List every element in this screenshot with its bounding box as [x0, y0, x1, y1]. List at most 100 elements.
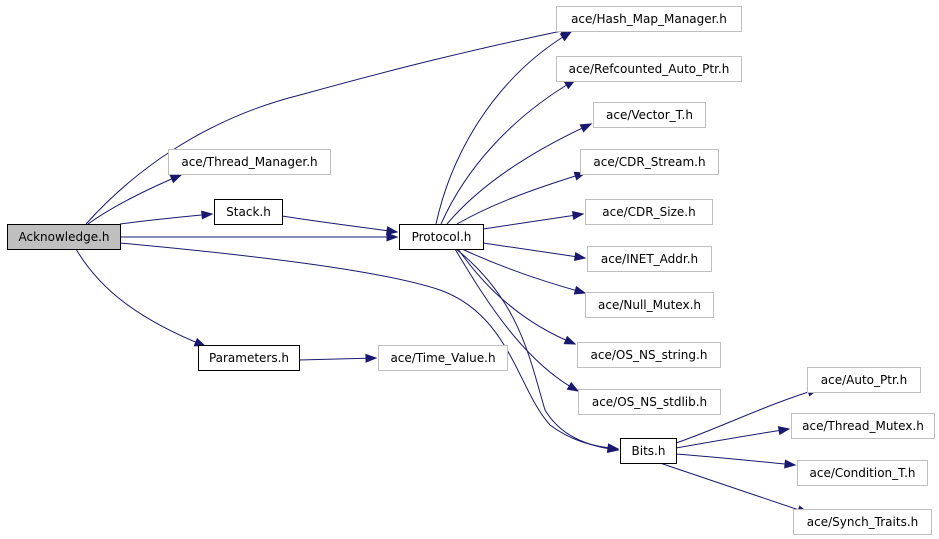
- edge-line: [87, 174, 182, 225]
- edge-parameters-to-time_value: [298, 353, 378, 363]
- node-box: [797, 460, 928, 486]
- edge-line: [85, 28, 572, 225]
- node-os-ns-string[interactable]: ace/OS_NS_string.h: [577, 342, 721, 368]
- node-label: Bits.h: [632, 444, 666, 458]
- edge-arrowhead: [573, 252, 587, 261]
- node-hash-map-manager[interactable]: ace/Hash_Map_Manager.h: [556, 6, 742, 32]
- edge-protocol-to-vector_t: [446, 123, 593, 225]
- node-box: [556, 6, 742, 32]
- node-thread-mutex[interactable]: ace/Thread_Mutex.h: [791, 413, 935, 439]
- node-box: [556, 56, 742, 82]
- edge-line: [281, 215, 398, 233]
- node-auto-ptr[interactable]: ace/Auto_Ptr.h: [807, 367, 921, 393]
- edge-protocol-to-hash_map_manager: [435, 31, 573, 225]
- node-protocol[interactable]: Protocol.h: [399, 224, 484, 250]
- node-box: [577, 342, 721, 368]
- node-label: ace/INET_Addr.h: [601, 252, 698, 266]
- node-cdr-size[interactable]: ace/CDR_Size.h: [585, 199, 713, 225]
- node-label: Protocol.h: [412, 230, 472, 244]
- edge-line: [454, 248, 579, 392]
- node-null-mutex[interactable]: ace/Null_Mutex.h: [585, 292, 714, 318]
- node-box: [585, 199, 713, 225]
- node-label: Acknowledge.h: [18, 230, 109, 244]
- edge-arrowhead: [201, 210, 214, 220]
- node-inet-addr[interactable]: ace/INET_Addr.h: [587, 246, 712, 272]
- node-label: ace/CDR_Size.h: [602, 205, 695, 219]
- node-label: ace/OS_NS_stdlib.h: [592, 395, 707, 409]
- edge-line: [75, 248, 206, 347]
- node-box: [620, 438, 677, 464]
- edge-acknowledge-to-stack: [119, 210, 214, 225]
- node-box: [168, 149, 331, 175]
- node-vector-t[interactable]: ace/Vector_T.h: [593, 102, 706, 128]
- node-box: [587, 246, 712, 272]
- node-label: ace/Time_Value.h: [390, 351, 495, 365]
- edge-line: [457, 248, 576, 345]
- edge-arrowhead: [573, 285, 587, 295]
- edge-acknowledge-to-protocol: [120, 232, 399, 242]
- node-cdr-stream[interactable]: ace/CDR_Stream.h: [580, 149, 719, 175]
- edge-line: [446, 123, 592, 225]
- node-box: [214, 199, 283, 225]
- node-label: ace/OS_NS_string.h: [591, 348, 708, 362]
- edge-protocol-to-os_ns_stdlib: [454, 248, 580, 392]
- node-refcounted-auto-ptr[interactable]: ace/Refcounted_Auto_Ptr.h: [556, 56, 742, 82]
- edge-line: [461, 248, 586, 294]
- node-box: [585, 292, 714, 318]
- node-label: ace/CDR_Stream.h: [593, 155, 705, 169]
- node-acknowledge[interactable]: Acknowledge.h: [7, 224, 121, 250]
- edge-line: [119, 213, 213, 225]
- node-label: ace/Condition_T.h: [810, 466, 916, 480]
- node-box: [399, 224, 484, 250]
- node-bits[interactable]: Bits.h: [620, 438, 677, 464]
- node-box: [198, 345, 300, 371]
- node-box: [793, 509, 932, 535]
- node-os-ns-stdlib[interactable]: ace/OS_NS_stdlib.h: [578, 389, 721, 415]
- node-time-value[interactable]: ace/Time_Value.h: [378, 345, 508, 371]
- node-synch-traits[interactable]: ace/Synch_Traits.h: [793, 509, 932, 535]
- node-label: ace/Thread_Manager.h: [181, 155, 317, 169]
- edge-bits-to-synch_traits: [659, 462, 810, 514]
- edge-acknowledge-to-hash_map_manager: [85, 26, 573, 225]
- edges-layer: [75, 26, 820, 514]
- edge-bits-to-condition_t: [675, 453, 797, 469]
- node-label: ace/Auto_Ptr.h: [821, 373, 907, 387]
- edge-protocol-to-inet_addr: [482, 242, 587, 261]
- edge-bits-to-thread_mutex: [675, 426, 791, 449]
- node-thread-manager[interactable]: ace/Thread_Manager.h: [168, 149, 331, 175]
- edge-line: [435, 31, 572, 225]
- node-box: [580, 149, 719, 175]
- node-stack[interactable]: Stack.h: [214, 199, 283, 225]
- node-parameters[interactable]: Parameters.h: [198, 345, 300, 371]
- node-label: ace/Hash_Map_Manager.h: [571, 12, 727, 26]
- edge-acknowledge-to-thread_manager: [87, 174, 183, 225]
- edge-line: [482, 213, 584, 230]
- node-label: ace/Synch_Traits.h: [807, 515, 918, 529]
- edge-arrowhead: [169, 174, 183, 184]
- node-label: ace/Thread_Mutex.h: [802, 419, 924, 433]
- edge-protocol-to-cdr_size: [482, 211, 585, 230]
- edge-arrowhead: [777, 426, 791, 436]
- node-box: [7, 224, 121, 250]
- edge-line: [675, 453, 796, 466]
- node-label: Parameters.h: [209, 351, 289, 365]
- edge-arrowhead: [386, 232, 399, 242]
- node-box: [791, 413, 935, 439]
- edge-line: [455, 248, 619, 451]
- node-condition-t[interactable]: ace/Condition_T.h: [797, 460, 928, 486]
- node-box: [578, 389, 721, 415]
- edge-line: [440, 79, 576, 225]
- node-box: [593, 102, 706, 128]
- edge-arrowhead: [559, 31, 573, 42]
- edge-line: [119, 242, 619, 450]
- edge-arrowhead: [566, 381, 580, 392]
- edge-line: [298, 357, 377, 361]
- edge-line: [675, 428, 790, 449]
- edge-line: [482, 242, 586, 259]
- edge-arrowhead: [606, 443, 620, 453]
- node-label: Stack.h: [226, 205, 271, 219]
- edge-arrowhead: [571, 211, 585, 220]
- edge-line: [456, 172, 586, 225]
- edge-arrowhead: [563, 335, 577, 345]
